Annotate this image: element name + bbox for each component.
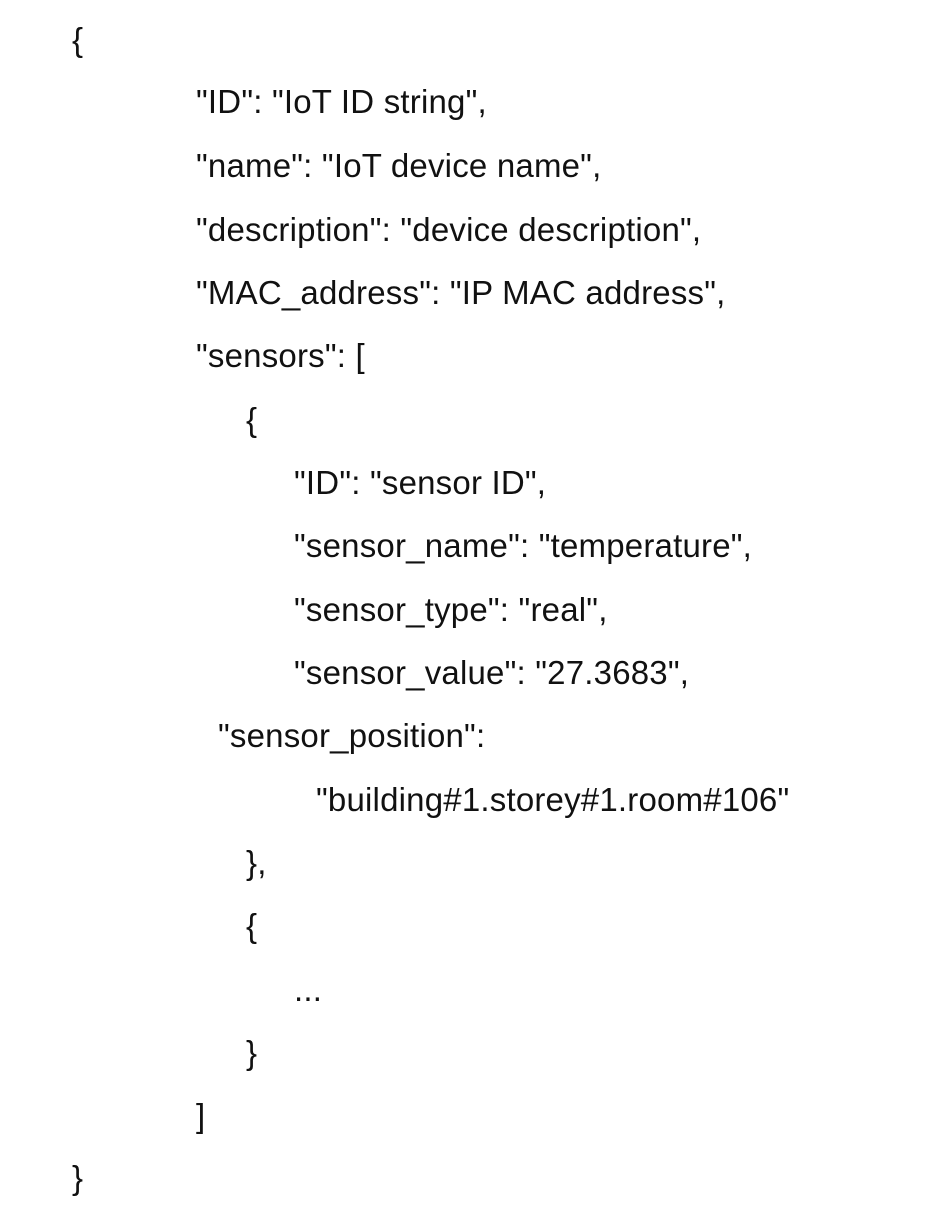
code-line-sensor-close-brace: }, (246, 844, 267, 881)
code-line-sensor-type: "sensor_type": "real", (294, 591, 608, 628)
code-line-description: "description": "device description", (196, 211, 702, 248)
code-line-mac-address: "MAC_address": "IP MAC address", (196, 274, 726, 311)
code-line-close-brace: } (72, 1159, 84, 1196)
code-line-sensor-id: "ID": "sensor ID", (294, 464, 547, 501)
code-line-id: "ID": "IoT ID string", (196, 83, 487, 120)
code-line-close-bracket: ] (196, 1097, 206, 1134)
code-line-sensor-position-key: "sensor_position": (218, 717, 486, 754)
code-line-ellipsis: ... (294, 971, 323, 1008)
code-line-sensor-position-value: "building#1.storey#1.room#106" (316, 781, 790, 818)
code-line-sensor2-open-brace: { (246, 907, 258, 944)
code-line-sensor-open-brace: { (246, 401, 258, 438)
code-line-sensor-name: "sensor_name": "temperature", (294, 527, 753, 564)
code-line-sensors: "sensors": [ (196, 337, 365, 374)
code-line-sensor2-close-brace: } (246, 1034, 258, 1071)
code-line-open-brace: { (72, 21, 84, 58)
code-line-sensor-value: "sensor_value": "27.3683", (294, 654, 690, 691)
code-line-name: "name": "IoT device name", (196, 147, 602, 184)
